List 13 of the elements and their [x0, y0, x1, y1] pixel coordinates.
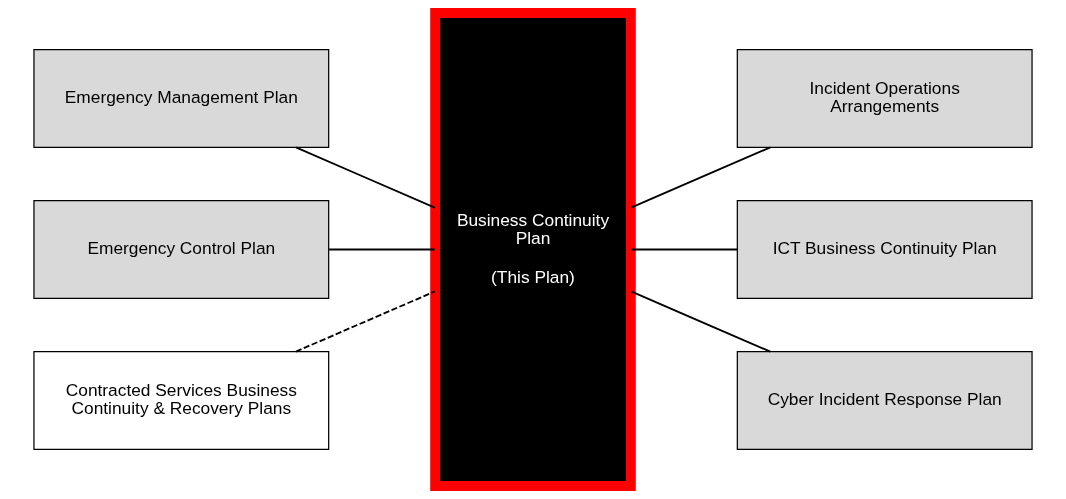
node-box: Contracted Services Business Continuity & Recovery Plans [33, 351, 330, 451]
connector [630, 146, 772, 209]
node-box: Cyber Incident Response Plan [736, 351, 1033, 451]
node-box: Business Continuity Plan (This Plan) [430, 8, 636, 491]
node-box: Incident Operations Arrangements [736, 48, 1033, 148]
connector [630, 290, 772, 353]
node-box: Emergency Management Plan [33, 48, 330, 148]
connector [295, 146, 436, 209]
connector [295, 290, 436, 353]
node-box: Emergency Control Plan [33, 199, 330, 300]
node-box: ICT Business Continuity Plan [736, 199, 1033, 300]
connector [630, 248, 738, 251]
connector [328, 248, 436, 251]
